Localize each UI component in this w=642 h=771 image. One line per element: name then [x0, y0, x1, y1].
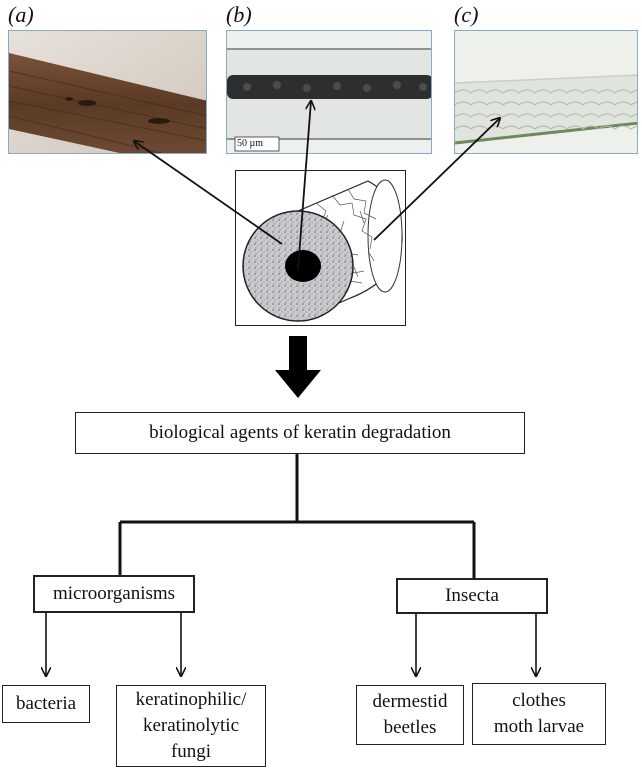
clothes-label-line2: moth larvae — [493, 716, 585, 737]
fungi-label-line3: fungi — [170, 741, 212, 762]
fungi-box: keratinophilic/ keratinolytic fungi — [116, 685, 266, 767]
hair-cylinder-diagram — [242, 179, 403, 322]
big-down-arrow — [275, 336, 321, 398]
arrow-to-panel-c — [373, 118, 500, 241]
microorganisms-box: microorganisms — [33, 575, 195, 613]
insecta-box: Insecta — [396, 578, 548, 614]
panel-label-a: (a) — [8, 2, 34, 27]
arrow-to-panel-a — [134, 141, 283, 245]
medulla-image — [227, 31, 431, 153]
hair-cross-section-schematic — [235, 170, 406, 326]
root-node-label: biological agents of keratin degradation — [149, 422, 451, 443]
insecta-label: Insecta — [445, 585, 499, 606]
clothes-label-line1: clothes — [512, 690, 566, 711]
root-node-box: biological agents of keratin degradation — [75, 412, 525, 454]
panel-label-b: (b) — [226, 2, 252, 27]
micrograph-b-medulla: 50 µm — [226, 30, 432, 154]
panel-label-c: (c) — [454, 2, 479, 27]
dermestid-label-line1: dermestid — [372, 691, 448, 712]
hair-fibre-image — [9, 31, 206, 153]
arrow-to-panel-b — [297, 101, 311, 271]
micrograph-a-hair-fibre — [8, 30, 207, 154]
scale-bar-label: 50 µm — [237, 138, 264, 149]
dermestid-beetles-box: dermestid beetles — [356, 685, 464, 745]
bacteria-label: bacteria — [15, 693, 77, 714]
fungi-label-line1: keratinophilic/ — [135, 689, 247, 710]
clothes-moth-larvae-box: clothes moth larvae — [472, 683, 606, 745]
dermestid-label-line2: beetles — [383, 717, 437, 738]
bacteria-box: bacteria — [2, 685, 90, 723]
microorganisms-label: microorganisms — [52, 583, 176, 604]
fungi-label-line2: keratinolytic — [142, 715, 240, 736]
